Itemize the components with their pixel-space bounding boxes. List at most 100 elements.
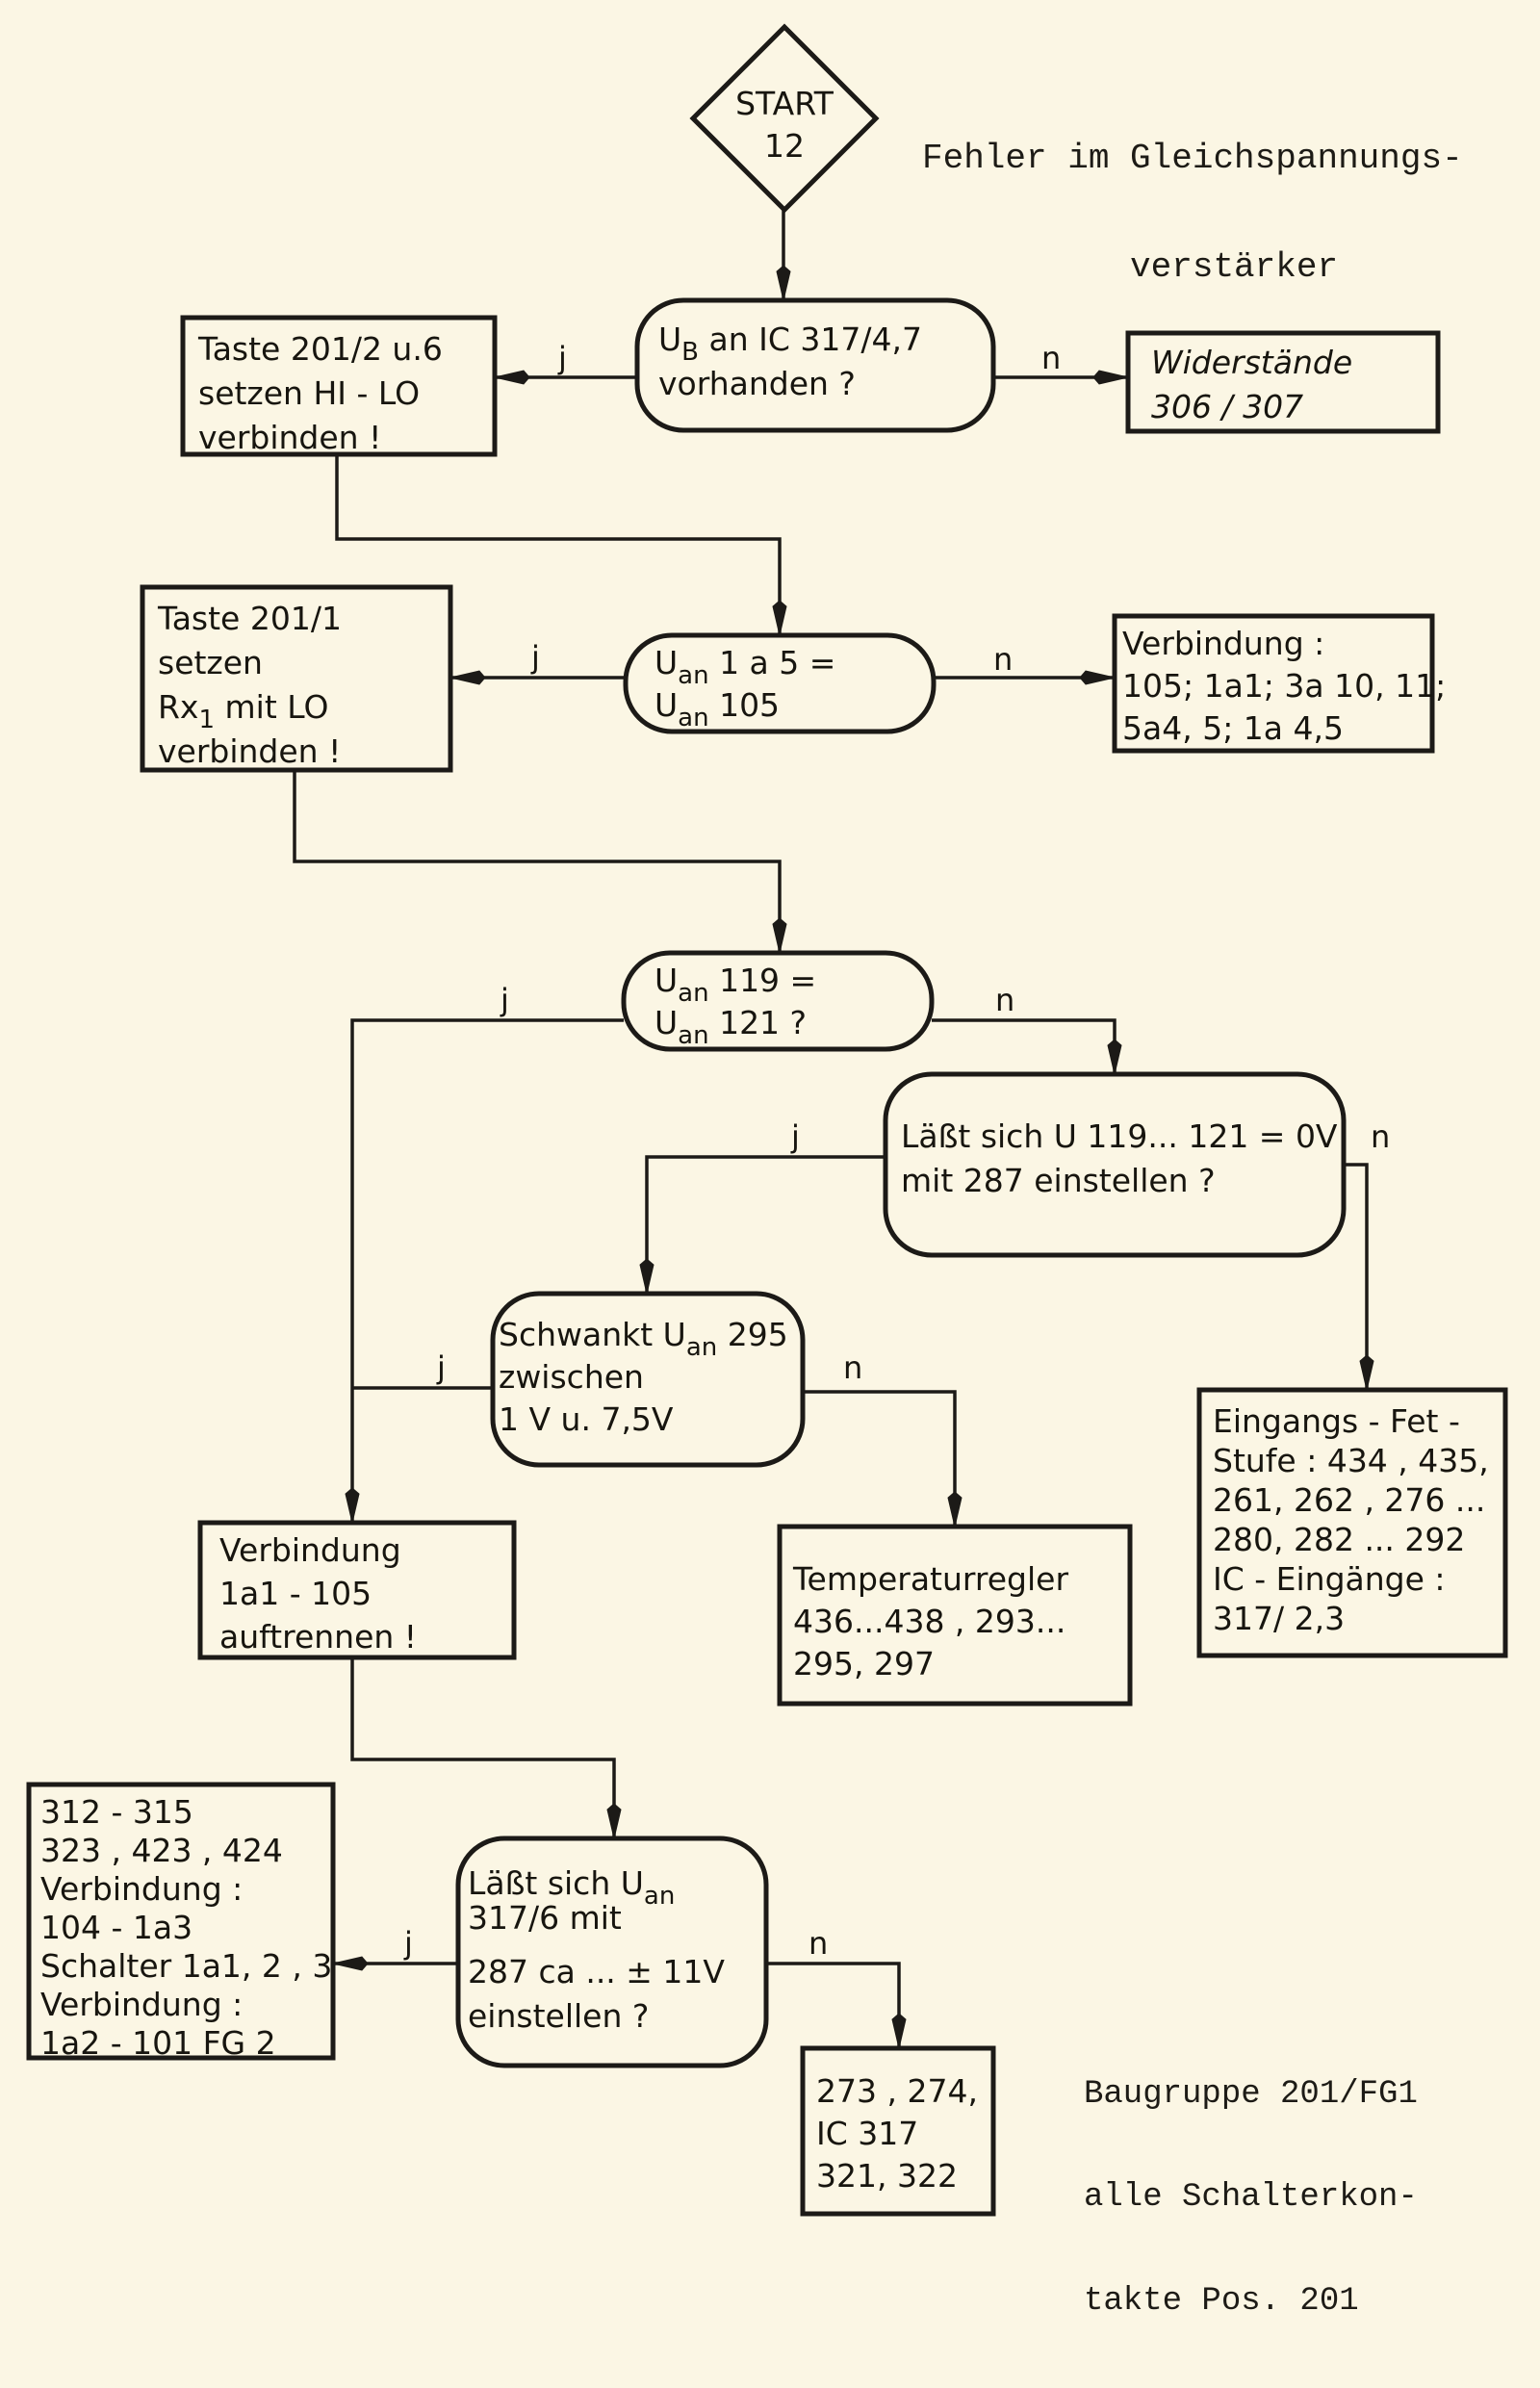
title-line: Fehler im Gleichspannungs- (922, 138, 1463, 178)
node-text: Uan 119 =Uan 121 ? (654, 962, 816, 1050)
connector-q_laesst_119-to-q_schwankt (639, 1155, 886, 1295)
arrowhead-icon (345, 1487, 360, 1524)
node-r-verbindung-105-result: Verbindung :105; 1a1; 3a 10, 11;5a4, 5; … (1112, 613, 1446, 754)
arrowhead-icon (1079, 670, 1116, 685)
result-box (1112, 613, 1435, 754)
node-r-eingangs-fet-result: Eingangs - Fet -Stufe : 434 , 435,261, 2… (1196, 1387, 1508, 1658)
connector-a_taste_201_2-to-q_uan_1a5 (335, 454, 787, 636)
connector-line (932, 1018, 1116, 1074)
flowchart-page: Fehler im Gleichspannungs- verstärker ST… (26, 23, 1508, 2318)
arrowhead-icon (772, 917, 787, 954)
decision-box (490, 1291, 806, 1468)
decision-box (623, 632, 937, 734)
connector-line (350, 1657, 616, 1838)
result-box (777, 1524, 1133, 1707)
arrowhead-icon (1107, 1039, 1122, 1075)
node-text: Verbindung :105; 1a1; 3a 10, 11;5a4, 5; … (1122, 625, 1446, 747)
connector-q_uan_119-to-a_verbindung_1a1 (345, 1018, 624, 1524)
connector-q_ub-to-r_widerstaende (993, 370, 1129, 385)
edge-label-yes: j (403, 1925, 413, 1962)
result-box (26, 1782, 336, 2061)
edge-label-yes: j (436, 1349, 446, 1386)
edge-label-yes: j (557, 340, 567, 376)
connector-line (1344, 1163, 1369, 1390)
arrowhead-icon (606, 1803, 622, 1839)
footer-line: Baugruppe 201/FG1 (1084, 2076, 1418, 2114)
action-box (140, 584, 453, 773)
footer-line: takte Pos. 201 (1084, 2282, 1359, 2320)
connector-a_taste_201_1-to-q_uan_119 (293, 770, 787, 954)
connector-line (350, 1018, 624, 1523)
connector-q_laesst_119-to-r_eingangs_fet (1344, 1163, 1374, 1391)
arrowhead-icon (449, 670, 486, 685)
footer-line: alle Schalterkon- (1084, 2179, 1418, 2217)
edge-label-yes: j (790, 1118, 800, 1155)
connector-start-to-q_ub (776, 210, 791, 301)
title-line: verstärker (922, 246, 1339, 287)
connector-line (803, 1390, 957, 1527)
arrowhead-icon (332, 1956, 369, 1971)
action-box (197, 1520, 517, 1660)
arrowhead-icon (891, 2013, 907, 2049)
arrowhead-icon (1359, 1354, 1374, 1391)
result-box (1196, 1387, 1508, 1658)
footer-note: Baugruppe 201/FG1 alle Schalterkon- takt… (1084, 2010, 1418, 2388)
decision-box (621, 950, 935, 1052)
action-box (180, 315, 498, 457)
decision-box (634, 297, 996, 433)
decision-box (455, 1836, 769, 2068)
edge-label-yes: j (500, 982, 509, 1018)
node-q-uan-119-decision: Uan 119 =Uan 121 ? (621, 950, 935, 1052)
edge-label-no: n (1371, 1118, 1390, 1155)
connector-a_verbindung_1a1-to-q_laesst_317 (350, 1657, 622, 1839)
result-box (800, 2045, 996, 2217)
node-text: Eingangs - Fet -Stufe : 434 , 435,261, 2… (1213, 1402, 1489, 1637)
connector-line (293, 770, 782, 953)
edge-label-no: n (1041, 340, 1061, 376)
connector-line (335, 454, 782, 635)
edge-label-no: n (808, 1925, 828, 1962)
node-text: Uan 1 a 5 =Uan 105 (654, 644, 835, 732)
connector-line (645, 1155, 886, 1294)
edge-label-yes: j (530, 639, 540, 676)
connector-q_ub-to-a_taste_201_2 (494, 370, 637, 385)
edge-label-no: n (993, 641, 1013, 678)
arrowhead-icon (772, 600, 787, 636)
connector-q_uan_1a5-to-a_taste_201_1 (449, 670, 626, 685)
connector-q_laesst_317-to-r_273_274 (766, 1962, 907, 2049)
arrowhead-icon (639, 1258, 654, 1295)
connector-q_laesst_317-to-r_312_315 (332, 1956, 458, 1971)
connector-line (766, 1962, 901, 2048)
flowchart-title: Fehler im Gleichspannungs- verstärker (922, 67, 1463, 358)
connector-q_schwankt-to-r_temperaturregler (803, 1390, 962, 1528)
connector-q_uan_119-to-q_laesst_119 (932, 1018, 1122, 1075)
arrowhead-icon (1092, 370, 1129, 385)
connectors (293, 210, 1374, 2049)
